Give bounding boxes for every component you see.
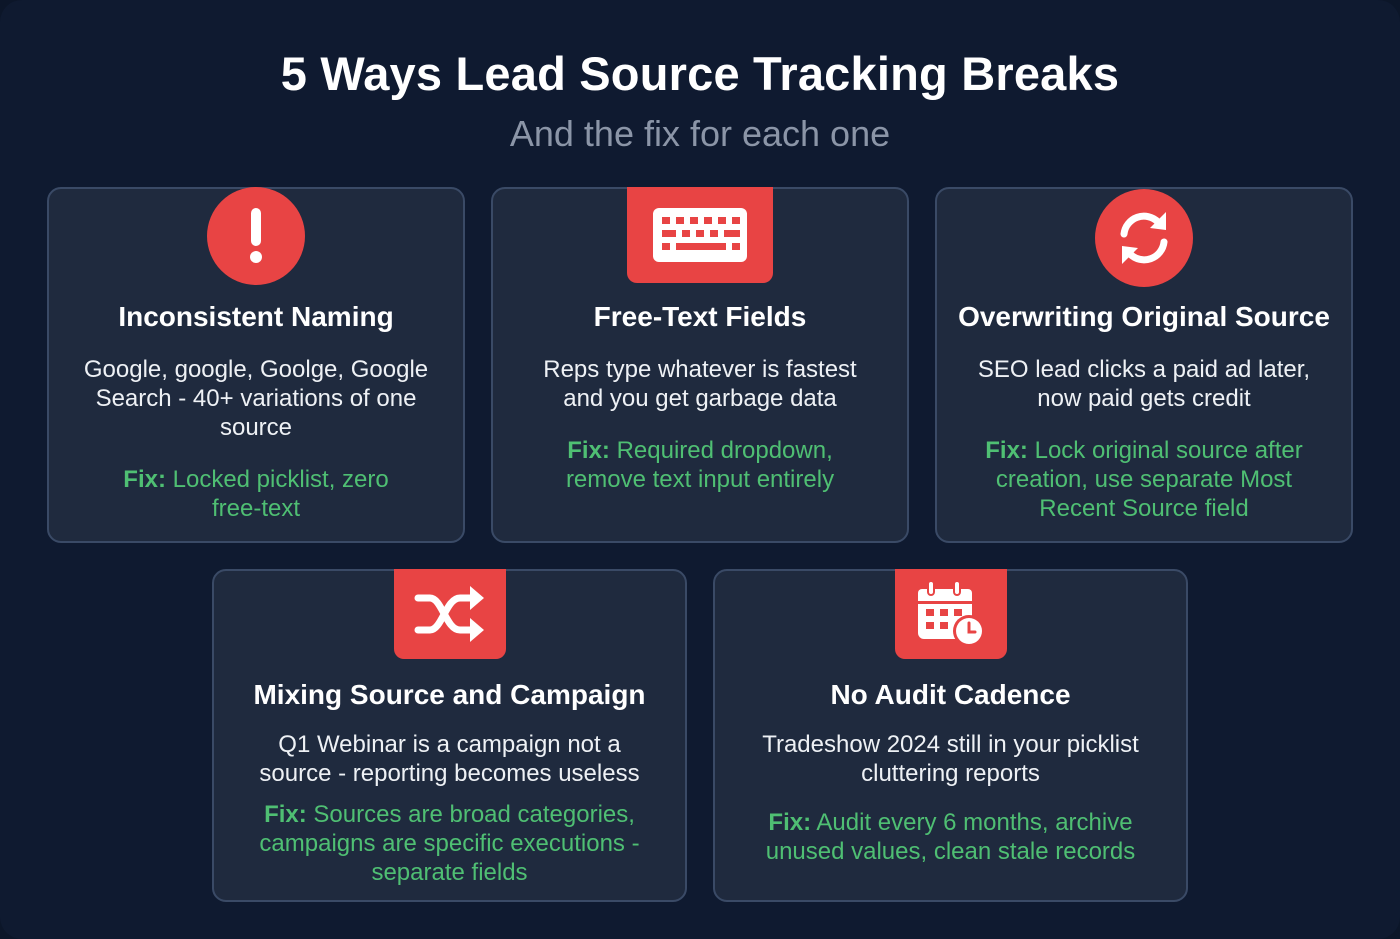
card-fix: Fix: Locked picklist, zero free-text (109, 465, 403, 523)
fix-label: Fix: (123, 466, 166, 493)
card-description: Google, google, Goolge, Google Search - … (83, 356, 429, 441)
card-fix: Fix: Required dropdown, remove text inpu… (543, 436, 857, 494)
card-description: Q1 Webinar is a campaign not a source - … (259, 731, 640, 787)
fix-text: Required dropdown, remove text input ent… (565, 437, 835, 493)
card-title: No Audit Cadence (830, 679, 1071, 710)
fix-text: Locked picklist, zero free-text (172, 466, 389, 522)
keyboard-icon (627, 187, 773, 283)
fix-label: Fix: (768, 809, 812, 836)
card-description: Reps type whatever is fastest and you ge… (543, 356, 857, 412)
page-title: 5 Ways Lead Source Tracking Breaks (280, 47, 1120, 100)
card-title: Mixing Source and Campaign (253, 679, 646, 710)
refresh-icon (1095, 189, 1193, 287)
page-subtitle: And the fix for each one (509, 113, 891, 154)
fix-text: Sources are broad categories, campaigns … (259, 801, 640, 886)
exclamation-icon (207, 187, 305, 285)
card-overwriting-original-source: Overwriting Original Source SEO lead cli… (935, 187, 1353, 543)
card-description: Tradeshow 2024 still in your picklist cl… (762, 731, 1139, 787)
fix-text: Audit every 6 months, archive unused val… (765, 809, 1136, 865)
card-no-audit-cadence: No Audit Cadence Tradeshow 2024 still in… (713, 569, 1188, 902)
fix-text: Lock original source after creation, use… (995, 437, 1303, 522)
card-title: Free-Text Fields (593, 301, 807, 332)
shuffle-icon (393, 569, 506, 659)
fix-label: Fix: (567, 437, 610, 464)
card-free-text-fields: Free-Text Fields Reps type whatever is f… (491, 187, 909, 543)
card-title: Inconsistent Naming (118, 301, 394, 332)
card-mixing-source-and-campaign: Mixing Source and Campaign Q1 Webinar is… (212, 569, 687, 902)
calendar-clock-icon (894, 569, 1007, 659)
fix-label: Fix: (264, 801, 307, 828)
fix-label: Fix: (985, 437, 1028, 464)
card-fix: Fix: Lock original source after creation… (977, 436, 1311, 523)
card-fix: Fix: Audit every 6 months, archive unuse… (745, 808, 1156, 866)
card-description: SEO lead clicks a paid ad later, now pai… (977, 356, 1311, 412)
card-title: Overwriting Original Source (958, 301, 1330, 332)
card-inconsistent-naming: Inconsistent Naming Google, google, Gool… (47, 187, 465, 543)
card-fix: Fix: Sources are broad categories, campa… (234, 800, 665, 887)
